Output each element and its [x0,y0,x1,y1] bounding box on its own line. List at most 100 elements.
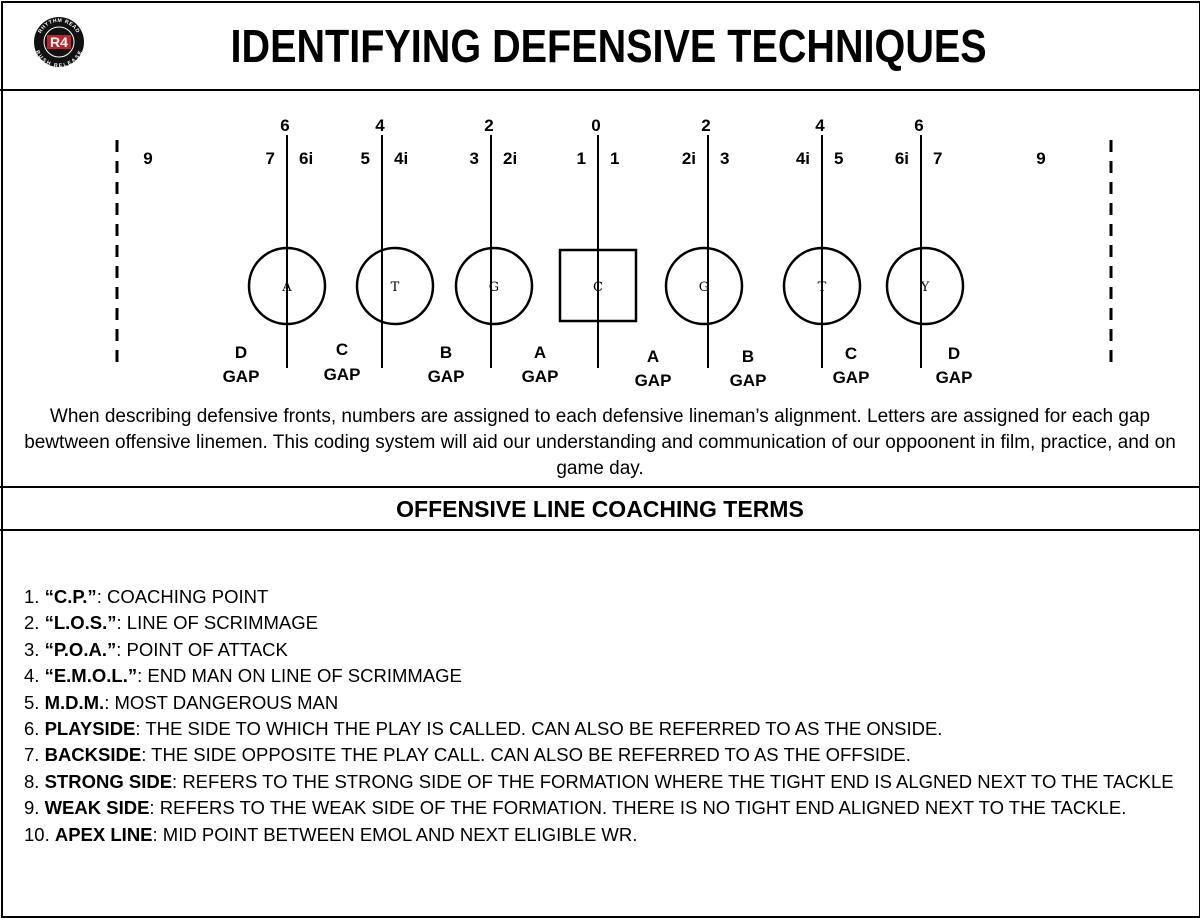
gap-letter: D [948,344,960,363]
lineman-circle [454,246,534,326]
technique-number-outside-left: 9 [143,149,152,168]
term-name: BACKSIDE [44,744,142,766]
technique-number-right: 3 [720,149,729,168]
gap-letter: D [235,343,247,362]
term-name: PLAYSIDE [44,718,136,740]
term-definition: : END MAN ON LINE OF SCRIMMAGE [137,665,462,687]
gap-letter: A [647,347,659,366]
technique-number-right: 4i [394,149,408,168]
technique-number-top: 2 [701,116,710,135]
section-divider-top [0,486,1200,488]
term-definition: : THE SIDE OPPOSITE THE PLAY CALL. CAN A… [141,744,911,766]
center-square [558,248,638,323]
coaching-term-item: 10. APEX LINE: MID POINT BETWEEN EMOL AN… [24,822,1174,848]
coaching-term-item: 4. “E.M.O.L.”: END MAN ON LINE OF SCRIMM… [24,663,1174,689]
coaching-term-item: 9. WEAK SIDE: REFERS TO THE WEAK SIDE OF… [24,795,1174,821]
term-name: “C.P.” [44,586,97,607]
coaching-term-item: 1. “C.P.”: COACHING POINT [24,584,1174,610]
technique-number-left: 6i [895,149,909,168]
gap-word: GAP [428,367,465,386]
gap-word: GAP [522,367,559,386]
technique-number-top: 6 [280,116,289,135]
gap-word: GAP [936,368,973,387]
section-title: OFFENSIVE LINE COACHING TERMS [396,496,804,522]
position-label: C [593,280,603,295]
description-text: When describing defensive fronts, number… [24,406,1176,479]
gap-word: GAP [324,365,361,384]
term-number: 9. [24,797,45,819]
term-number: 7. [24,744,45,766]
coaching-term-item: 6. PLAYSIDE: THE SIDE TO WHICH THE PLAY … [24,716,1174,742]
technique-number-right: 5 [834,149,843,168]
position-label: Y [920,280,930,295]
coaching-term-item: 5. M.D.M.: MOST DANGEROUS MAN [24,690,1174,716]
technique-number-right: 7 [933,149,942,168]
coaching-term-item: 3. “P.O.A.”: POINT OF ATTACK [24,637,1174,663]
technique-number-left: 7 [266,149,275,168]
term-definition: : MOST DANGEROUS MAN [104,691,339,713]
term-number: 5. [24,691,45,713]
position-label: A [281,280,292,295]
technique-number-right: 1 [610,149,619,168]
gap-word: GAP [635,371,672,390]
coaching-term-item: 7. BACKSIDE: THE SIDE OPPOSITE THE PLAY … [24,742,1174,768]
technique-number-right: 6i [299,149,313,168]
technique-number-top: 4 [815,116,825,135]
term-definition: : POINT OF ATTACK [116,638,288,660]
technique-number-left: 1 [577,149,586,168]
section-divider-bottom [0,529,1200,531]
technique-number-outside-right: 9 [1036,149,1045,168]
page-title: IDENTIFYING DEFENSIVE TECHNIQUES [230,20,987,72]
technique-number-right: 2i [503,149,517,168]
gap-letter: C [845,344,857,363]
gap-letter: A [534,343,546,362]
term-name: “E.M.O.L.” [44,665,138,687]
gap-letter: B [440,343,452,362]
lineman-circle [664,246,744,326]
term-number: 3. [24,638,45,660]
term-name: “P.O.A.” [44,638,117,660]
term-name: M.D.M. [44,691,105,713]
gap-word: GAP [833,368,870,387]
gap-word: GAP [730,371,767,390]
technique-number-top: 6 [914,116,923,135]
technique-number-left: 4i [796,149,810,168]
lineman-circle [247,246,327,326]
technique-number-left: 5 [361,149,370,168]
technique-number-top: 2 [484,116,493,135]
term-number: 8. [24,770,45,792]
term-definition: : COACHING POINT [96,586,269,607]
r4-logo: RHYTHM READ RUSH RELEASE R4 [34,17,84,68]
term-name: STRONG SIDE [44,770,173,792]
header-divider [0,89,1200,91]
technique-number-top: 0 [591,116,600,135]
term-definition: : REFERS TO THE WEAK SIDE OF THE FORMATI… [149,797,1127,819]
lineman-circle [885,246,965,326]
position-label: G [699,280,709,295]
term-definition: : MID POINT BETWEEN EMOL AND NEXT ELIGIB… [152,823,638,845]
technique-number-left: 2i [682,149,696,168]
term-number: 10. [24,823,55,845]
term-number: 4. [24,665,45,687]
coaching-term-item: 2. “L.O.S.”: LINE OF SCRIMMAGE [24,610,1174,636]
position-label: G [489,280,499,295]
term-definition: : THE SIDE TO WHICH THE PLAY IS CALLED. … [135,718,943,740]
position-label: T [391,280,400,295]
term-number: 2. [24,612,45,634]
gap-letter: B [742,347,754,366]
term-name: APEX LINE [54,823,153,845]
gap-letter: C [336,340,348,359]
term-name: “L.O.S.” [44,612,117,634]
position-label: T [818,280,827,295]
term-definition: : LINE OF SCRIMMAGE [116,612,318,634]
gap-word: GAP [223,367,260,386]
term-number: 6. [24,718,45,740]
term-name: WEAK SIDE [44,797,150,819]
lineman-circle [782,246,862,326]
term-definition: : REFERS TO THE STRONG SIDE OF THE FORMA… [172,770,1174,792]
coaching-term-item: 8. STRONG SIDE: REFERS TO THE STRONG SID… [24,769,1174,795]
svg-text:R4: R4 [50,34,68,50]
technique-number-top: 4 [375,116,385,135]
